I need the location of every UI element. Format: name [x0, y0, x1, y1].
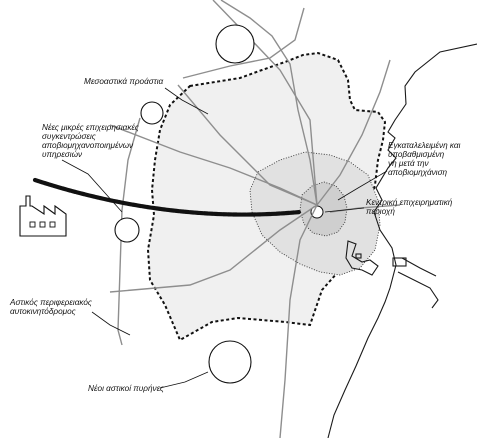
label-brownfield-line1: Εγκαταλελειμένη και [388, 141, 461, 150]
label-new-centers-line3: αποβιομηχανοποιημένων [42, 141, 134, 150]
label-new-centers-line2: συγκεντρώσεις [42, 132, 96, 141]
coastline [327, 43, 477, 438]
nucleus-north [215, 24, 255, 64]
label-cbd-line2: περιοχή [366, 207, 395, 216]
nucleus-northwest [140, 101, 164, 125]
label-brownfield-line3: γη μετά την [388, 159, 429, 168]
road-network [109, 0, 401, 438]
label-brownfield-line2: υποβαθμισμένη [388, 150, 445, 159]
leader-lines [61, 87, 388, 389]
port-docks [345, 240, 379, 276]
factory-icon [19, 195, 67, 237]
nucleus-west [114, 217, 140, 243]
label-new-centers-line4: υπηρεσιών [42, 150, 83, 159]
nucleus-south [208, 340, 252, 384]
label-cbd-line1: Κεντρική επιχειρηματική [366, 198, 453, 207]
label-suburbs: Μεσοαστικά προάστια [84, 77, 164, 86]
label-new-centers-line1: Νέες μικρές επιχειρησιακές [42, 123, 139, 132]
label-brownfield-line4: αποβιομηχάνιση [388, 168, 448, 177]
industrial-corridor [32, 177, 303, 217]
central-business-district [299, 181, 348, 237]
label-ring-road-line1: Αστικός περιφερειακός [9, 298, 92, 307]
label-ring-road-line2: αυτοκινητόδρομος [10, 307, 76, 316]
label-new-nuclei: Νέοι αστικοί πυρήνες [88, 384, 164, 393]
